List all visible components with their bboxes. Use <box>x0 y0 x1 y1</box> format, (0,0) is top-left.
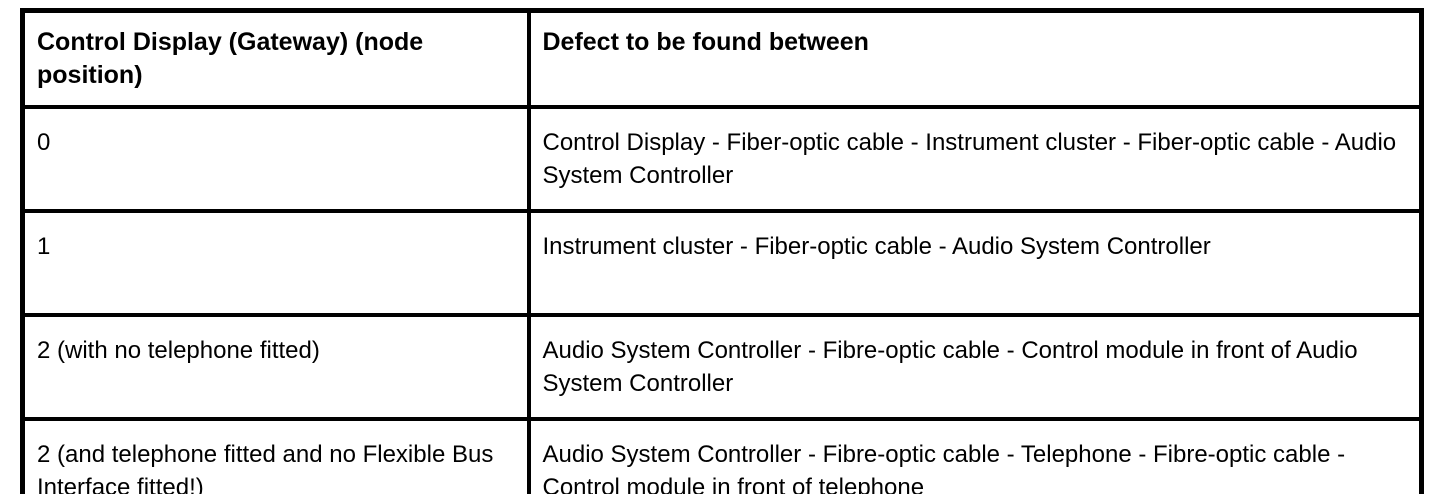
column-header-defect-between: Defect to be found between <box>526 8 1424 109</box>
table-header-row: Control Display (Gateway) (node position… <box>20 8 1424 109</box>
column-header-node-position: Control Display (Gateway) (node position… <box>20 8 531 109</box>
cell-node-position: 2 (with no telephone fitted) <box>20 313 531 421</box>
cell-node-position: 1 <box>20 209 531 317</box>
cell-node-position: 2 (and telephone fitted and no Flexible … <box>20 417 531 494</box>
table-row: 1 Instrument cluster - Fiber-optic cable… <box>20 209 1424 317</box>
table-row: 2 (and telephone fitted and no Flexible … <box>20 417 1424 494</box>
cell-defect-path: Audio System Controller - Fibre-optic ca… <box>526 313 1424 421</box>
table-row: 0 Control Display - Fiber-optic cable - … <box>20 105 1424 213</box>
cell-defect-path: Instrument cluster - Fiber-optic cable -… <box>526 209 1424 317</box>
cell-defect-path: Audio System Controller - Fibre-optic ca… <box>526 417 1424 494</box>
cell-node-position: 0 <box>20 105 531 213</box>
table-row: 2 (with no telephone fitted) Audio Syste… <box>20 313 1424 421</box>
defect-location-table: Control Display (Gateway) (node position… <box>20 8 1424 494</box>
cell-defect-path: Control Display - Fiber-optic cable - In… <box>526 105 1424 213</box>
